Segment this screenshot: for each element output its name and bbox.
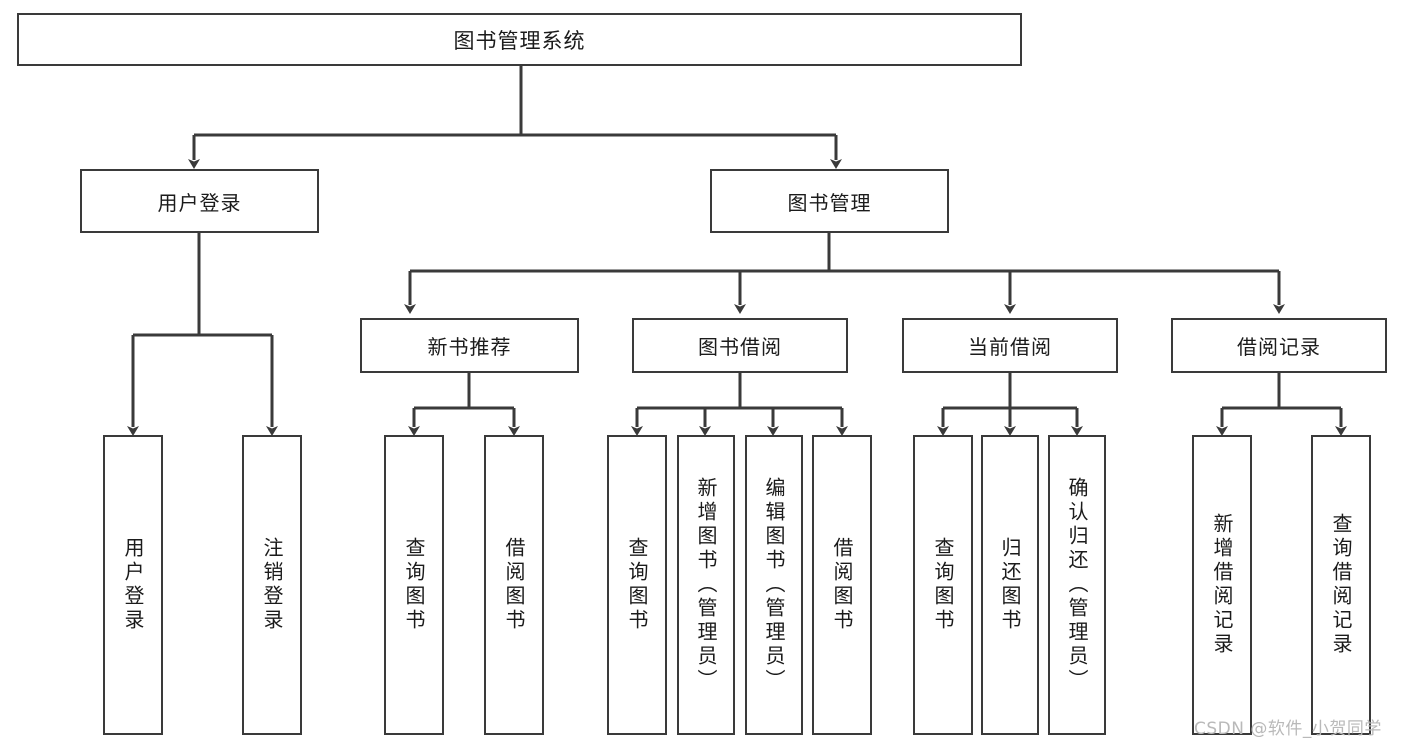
leaf-borrow-add-book-admin[interactable]: 新增图书（管理员） [677, 435, 735, 735]
csdn-watermark: CSDN @软件_小贺同学 [1194, 719, 1382, 739]
node-label: 查询图书 [402, 537, 426, 633]
leaf-recommend-borrow-book[interactable]: 借阅图书 [484, 435, 544, 735]
leaf-current-query-book[interactable]: 查询图书 [913, 435, 973, 735]
node-label: 查询借阅记录 [1329, 513, 1353, 657]
node-label: 图书借阅 [698, 335, 782, 359]
node-label: 当前借阅 [968, 335, 1052, 359]
node-label: 用户登录 [157, 190, 242, 215]
node-label: 用户登录 [121, 537, 145, 633]
node-label: 编辑图书（管理员） [762, 477, 786, 693]
node-label: 新增图书（管理员） [694, 477, 718, 693]
node-label: 新增借阅记录 [1210, 513, 1234, 657]
node-borrow-record[interactable]: 借阅记录 [1171, 318, 1387, 373]
node-label: 借阅记录 [1237, 335, 1321, 359]
leaf-current-confirm-return-admin[interactable]: 确认归还（管理员） [1048, 435, 1106, 735]
node-book-borrow[interactable]: 图书借阅 [632, 318, 848, 373]
leaf-borrow-edit-book-admin[interactable]: 编辑图书（管理员） [745, 435, 803, 735]
leaf-current-return-book[interactable]: 归还图书 [981, 435, 1039, 735]
node-new-book-recommendation[interactable]: 新书推荐 [360, 318, 579, 373]
leaf-record-add-borrow-record[interactable]: 新增借阅记录 [1192, 435, 1252, 735]
node-label: 查询图书 [625, 537, 649, 633]
leaf-recommend-query-book[interactable]: 查询图书 [384, 435, 444, 735]
leaf-user-logout[interactable]: 注销登录 [242, 435, 302, 735]
leaf-record-query-borrow-record[interactable]: 查询借阅记录 [1311, 435, 1371, 735]
leaf-borrow-query-book[interactable]: 查询图书 [607, 435, 667, 735]
node-label: 借阅图书 [830, 537, 854, 633]
node-label: 确认归还（管理员） [1065, 477, 1089, 693]
leaf-user-login[interactable]: 用户登录 [103, 435, 163, 735]
node-label: 图书管理 [787, 190, 872, 215]
node-root-book-management-system[interactable]: 图书管理系统 [17, 13, 1022, 66]
node-user-login[interactable]: 用户登录 [80, 169, 319, 233]
node-label: 查询图书 [931, 537, 955, 633]
node-label: 借阅图书 [502, 537, 526, 633]
node-book-management[interactable]: 图书管理 [710, 169, 949, 233]
node-label: 归还图书 [998, 537, 1022, 633]
leaf-borrow-lend-book[interactable]: 借阅图书 [812, 435, 872, 735]
node-current-borrow[interactable]: 当前借阅 [902, 318, 1118, 373]
node-label: 注销登录 [260, 537, 284, 633]
node-label: 新书推荐 [427, 335, 512, 359]
node-label: 图书管理系统 [453, 28, 586, 53]
